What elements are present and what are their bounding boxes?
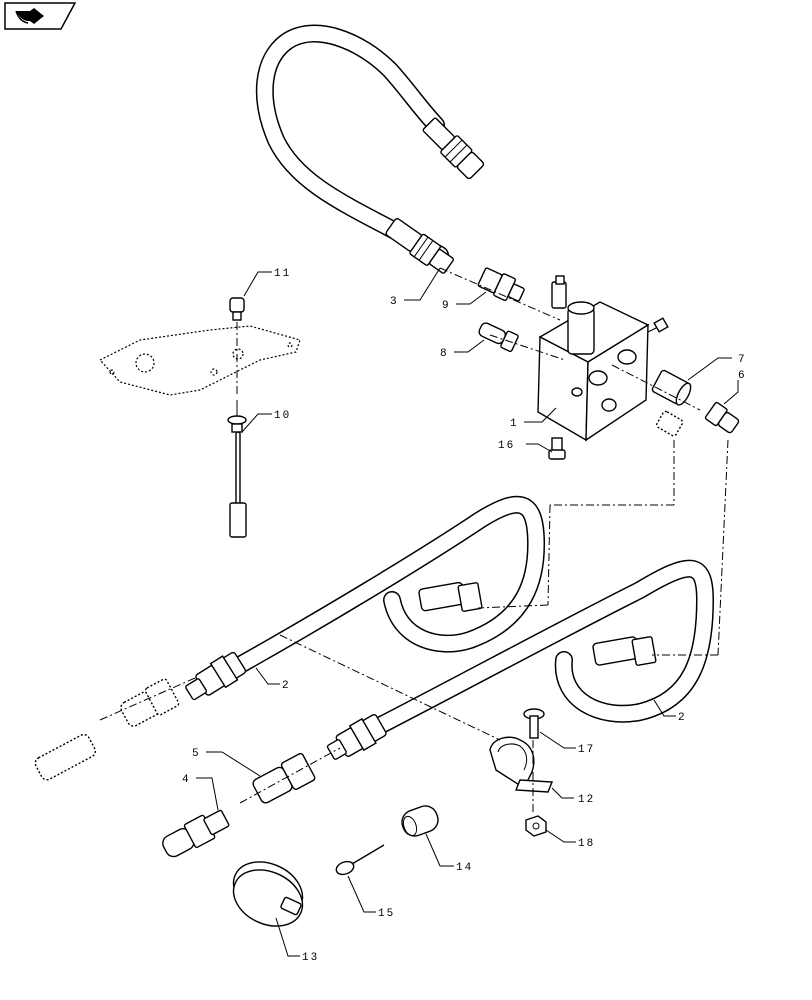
sensor-10 bbox=[227, 400, 247, 538]
svg-text:6: 6 bbox=[738, 370, 747, 382]
hose-upper bbox=[255, 24, 485, 274]
svg-text:12: 12 bbox=[578, 794, 595, 806]
callout-13[interactable]: 13 bbox=[275, 917, 319, 964]
callout-7[interactable]: 7 bbox=[687, 354, 747, 381]
fitting-9 bbox=[477, 267, 525, 302]
svg-text:10: 10 bbox=[274, 410, 291, 422]
callout-2-right[interactable]: 2 bbox=[653, 699, 687, 724]
hose-2-left bbox=[185, 495, 546, 701]
callout-3[interactable]: 3 bbox=[390, 267, 441, 308]
forward-arrow-icon bbox=[4, 2, 77, 30]
clamp-12 bbox=[489, 736, 554, 793]
elbow-fitting bbox=[656, 410, 684, 437]
band-clamp-13 bbox=[232, 861, 304, 927]
callout-1[interactable]: 1 bbox=[510, 407, 557, 430]
svg-text:16: 16 bbox=[498, 440, 515, 452]
svg-text:9: 9 bbox=[442, 300, 451, 312]
nav-forward-button[interactable] bbox=[4, 2, 77, 30]
callout-10[interactable]: 10 bbox=[241, 410, 291, 433]
mounting-plate bbox=[99, 325, 301, 396]
svg-text:18: 18 bbox=[578, 838, 595, 850]
assembly-centerlines bbox=[99, 267, 729, 815]
svg-text:1: 1 bbox=[510, 418, 519, 430]
valve-block bbox=[537, 275, 669, 460]
callout-18[interactable]: 18 bbox=[545, 829, 595, 850]
callout-9[interactable]: 9 bbox=[442, 291, 487, 312]
svg-text:17: 17 bbox=[578, 744, 595, 756]
ferrule-14 bbox=[401, 805, 439, 837]
svg-text:13: 13 bbox=[302, 952, 319, 964]
callout-5[interactable]: 5 bbox=[192, 748, 261, 777]
cap-11 bbox=[229, 297, 245, 321]
hose-2-right bbox=[326, 559, 714, 760]
coupler-4 bbox=[162, 809, 230, 858]
coupler-left-set bbox=[34, 678, 180, 781]
pin-15 bbox=[335, 844, 385, 876]
svg-text:3: 3 bbox=[390, 296, 399, 308]
svg-text:14: 14 bbox=[456, 862, 473, 874]
svg-text:2: 2 bbox=[678, 712, 687, 724]
bolt-17 bbox=[523, 708, 545, 739]
callout-16[interactable]: 16 bbox=[498, 440, 553, 453]
callout-4[interactable]: 4 bbox=[182, 774, 219, 811]
callout-15[interactable]: 15 bbox=[347, 875, 395, 920]
svg-text:4: 4 bbox=[182, 774, 191, 786]
callouts: 1 2 2 3 4 5 6 7 bbox=[182, 267, 747, 964]
callout-6[interactable]: 6 bbox=[723, 370, 747, 405]
fitting-6 bbox=[704, 401, 740, 434]
callout-2-left[interactable]: 2 bbox=[255, 667, 291, 692]
svg-text:11: 11 bbox=[274, 268, 291, 280]
svg-text:7: 7 bbox=[738, 354, 747, 366]
callout-17[interactable]: 17 bbox=[539, 731, 595, 756]
svg-text:2: 2 bbox=[282, 680, 291, 692]
callout-11[interactable]: 11 bbox=[243, 268, 291, 297]
svg-text:5: 5 bbox=[192, 748, 201, 760]
callout-14[interactable]: 14 bbox=[425, 833, 473, 874]
fitting-8 bbox=[478, 322, 519, 353]
nut-18 bbox=[525, 815, 547, 837]
callout-8[interactable]: 8 bbox=[440, 339, 485, 360]
callout-12[interactable]: 12 bbox=[551, 787, 595, 806]
svg-text:15: 15 bbox=[378, 908, 395, 920]
svg-text:8: 8 bbox=[440, 348, 449, 360]
